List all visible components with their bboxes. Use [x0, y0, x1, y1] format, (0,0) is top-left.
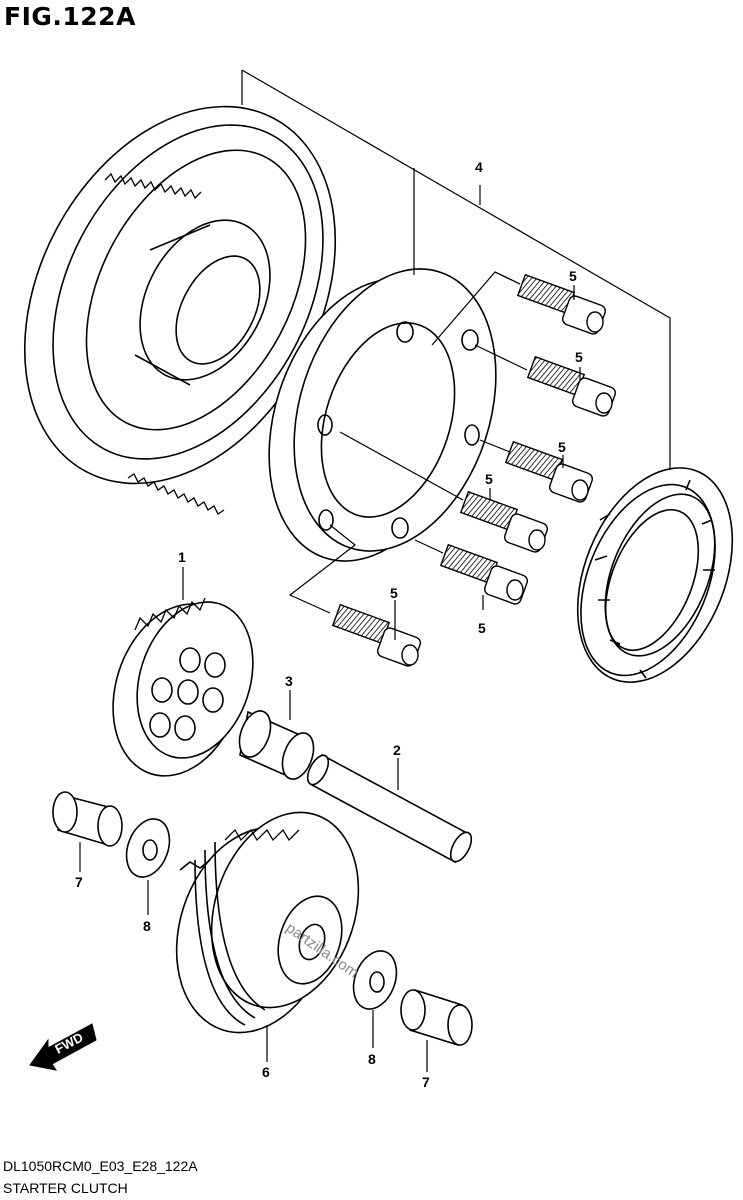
- callout-5-c: 5: [558, 439, 566, 455]
- callout-7-a: 7: [75, 874, 83, 890]
- bolt: [516, 273, 606, 335]
- callout-6: 6: [262, 1064, 270, 1080]
- starter-clutch-housing: [268, 268, 497, 562]
- figure-title: FIG.122A: [4, 2, 136, 31]
- leader-lines: [79, 69, 671, 1072]
- callout-8-a: 8: [143, 918, 151, 934]
- washer: [352, 950, 398, 1010]
- starter-clutch-gear-assembly: [175, 811, 360, 1034]
- callout-5-f: 5: [390, 585, 398, 601]
- bolt: [459, 490, 548, 553]
- bushing: [52, 791, 123, 847]
- callout-5-a: 5: [569, 268, 577, 284]
- callout-3: 3: [285, 673, 293, 689]
- callout-5-d: 5: [485, 471, 493, 487]
- bushing: [400, 988, 473, 1047]
- diagram-caption: STARTER CLUTCH: [3, 1180, 128, 1196]
- bolt: [504, 440, 593, 503]
- callout-1: 1: [178, 549, 186, 565]
- shaft: [306, 753, 473, 864]
- diagram-code: DL1050RCM0_E03_E28_122A: [3, 1158, 198, 1174]
- callout-2: 2: [393, 742, 401, 758]
- callout-4: 4: [475, 159, 483, 175]
- bolt: [331, 603, 421, 667]
- one-way-clutch: [576, 467, 734, 683]
- callout-5-b: 5: [575, 349, 583, 365]
- callout-7-b: 7: [422, 1074, 430, 1090]
- fwd-arrow-icon: FWD: [29, 1023, 97, 1071]
- callout-8-b: 8: [368, 1051, 376, 1067]
- bolt-group: [331, 273, 616, 667]
- bolt: [526, 355, 616, 417]
- bolt: [439, 543, 528, 605]
- callout-5-e: 5: [478, 620, 486, 636]
- washer: [125, 818, 171, 878]
- callout-labels: 1 2 3 4 5 5 5 5 5 5 6 7 7 8 8: [75, 159, 583, 1090]
- bushing: [238, 710, 315, 780]
- starter-idle-gear: [112, 597, 254, 777]
